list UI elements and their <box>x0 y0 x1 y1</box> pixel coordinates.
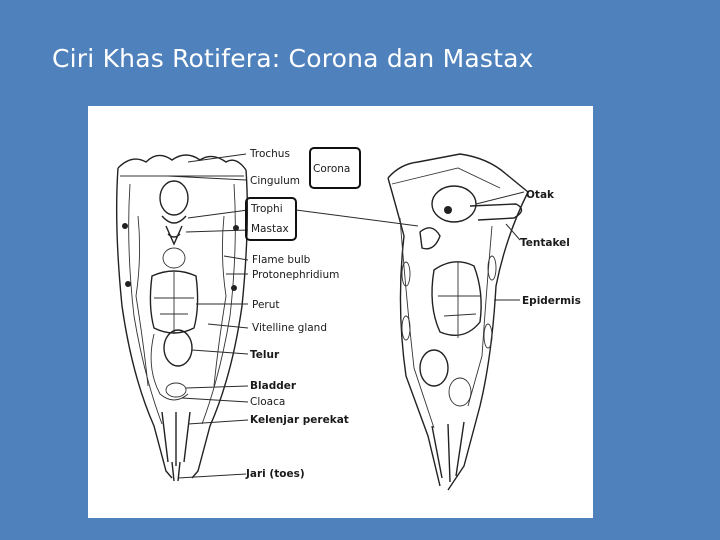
leader-kelenjar <box>187 419 249 425</box>
left-esophagus <box>162 247 186 269</box>
right-epidermis-cell <box>487 255 497 281</box>
label-mastax: Mastax <box>251 223 289 235</box>
leader-otak <box>475 191 525 205</box>
left-cell-dot <box>231 285 237 291</box>
left-intestine <box>150 333 189 401</box>
left-cell-dot <box>233 225 239 231</box>
right-leader-lines <box>475 191 525 301</box>
corona-highlight-box <box>309 147 361 189</box>
left-cell-dot <box>125 281 131 287</box>
slide-title: Ciri Khas Rotifera: Corona dan Mastax <box>52 44 534 73</box>
left-stomach <box>149 270 199 334</box>
right-epidermis-cell <box>483 323 493 349</box>
trophi-mastax-highlight-box <box>245 197 297 241</box>
right-mastax <box>419 227 441 250</box>
label-trochus: Trochus <box>249 148 290 160</box>
right-epidermis-cell <box>401 261 411 287</box>
label-tentakel: Tentakel <box>520 237 570 249</box>
label-flame-bulb: Flame bulb <box>252 254 311 266</box>
leader-vitelline <box>207 323 249 329</box>
left-trophi <box>161 215 187 246</box>
right-brain-eyespot <box>444 206 452 214</box>
right-corona-inner <box>391 167 501 189</box>
right-tentacle <box>469 203 523 221</box>
label-perut: Perut <box>252 299 280 311</box>
leader-trochus <box>187 153 247 163</box>
right-stomach <box>431 261 482 336</box>
label-bladder: Bladder <box>250 380 297 392</box>
label-vitelline-gland: Vitelline gland <box>252 322 327 334</box>
label-trophi: Trophi <box>250 203 283 215</box>
left-egg <box>163 329 193 367</box>
left-protonephridia <box>135 215 227 387</box>
label-kelenjar-perekat: Kelenjar perekat <box>250 414 349 426</box>
right-rotifer-body <box>387 153 529 491</box>
left-stomach-cells <box>154 272 194 334</box>
rotifer-diagram: Trochus Cingulum Trophi Mastax Flame bul… <box>88 106 593 518</box>
label-otak: Otak <box>526 189 555 201</box>
leader-trophi-to-right <box>295 209 419 227</box>
leader-bladder <box>185 385 249 389</box>
leader-cingulum <box>167 175 247 181</box>
right-foot-glands <box>431 421 465 483</box>
label-protonephridium: Protonephridium <box>252 269 339 281</box>
left-body-lining <box>128 183 236 425</box>
left-foot-glands <box>161 411 191 466</box>
right-corona-edge <box>387 153 529 193</box>
label-cloaca: Cloaca <box>250 396 285 408</box>
leader-telur <box>191 349 249 355</box>
rotifer-anatomy-svg: Trochus Cingulum Trophi Mastax Flame bul… <box>115 147 581 491</box>
label-jari-toes: Jari (toes) <box>245 468 305 480</box>
right-egg-small <box>448 377 472 407</box>
left-rotifer-body <box>115 154 249 482</box>
right-body-outline <box>387 177 529 491</box>
left-cell-dot <box>122 223 128 229</box>
left-body-outline <box>115 167 249 479</box>
left-leader-lines <box>167 153 249 479</box>
label-cingulum: Cingulum <box>250 175 300 187</box>
leader-tentakel <box>505 223 521 241</box>
leader-flame-bulb <box>223 255 249 261</box>
leader-cloaca <box>181 397 249 403</box>
label-telur: Telur <box>250 349 280 361</box>
leader-jari <box>177 473 247 479</box>
right-body-lining <box>399 217 493 429</box>
right-egg <box>419 349 449 387</box>
right-brain <box>431 185 477 223</box>
right-epidermis-cell <box>401 315 411 341</box>
label-epidermis: Epidermis <box>522 295 581 307</box>
left-bladder <box>165 382 187 398</box>
left-corona-edge <box>117 154 247 171</box>
leader-trophi <box>187 209 249 219</box>
left-mastax-upper <box>159 180 189 216</box>
leader-mastax <box>185 229 249 233</box>
label-corona: Corona <box>313 163 350 175</box>
right-stomach-cells <box>438 262 480 338</box>
